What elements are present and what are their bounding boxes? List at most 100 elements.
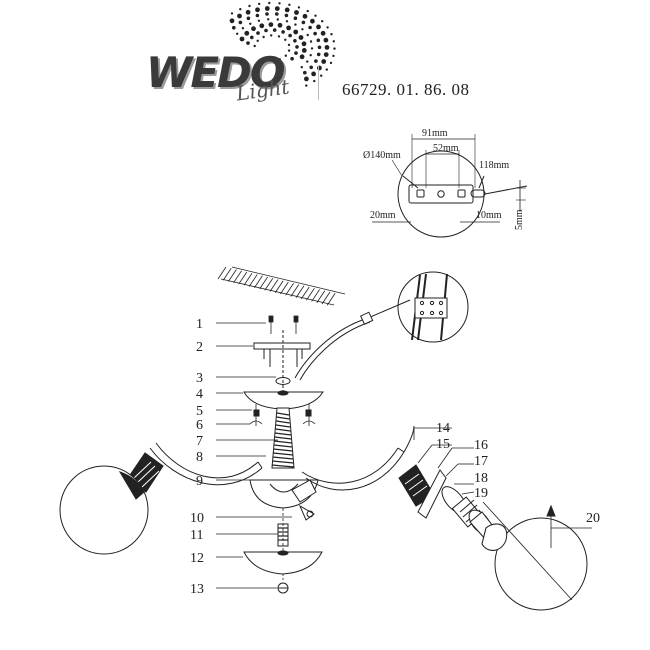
logo-dot — [281, 30, 285, 34]
logo-dot — [284, 7, 290, 13]
logo-dot — [301, 48, 307, 53]
part-label: 4 — [196, 387, 203, 402]
logo-dot — [287, 49, 291, 52]
logo-dot — [299, 54, 305, 60]
logo-dot — [267, 18, 270, 21]
logo-dot — [241, 27, 245, 30]
screws-1 — [268, 315, 299, 334]
logo-dot — [277, 35, 281, 38]
leader-lines — [216, 322, 475, 589]
hatch-stroke — [269, 279, 279, 292]
logo-dot — [329, 61, 333, 65]
hatch-stroke — [254, 275, 263, 288]
column-rib — [276, 412, 290, 416]
logo-dot — [326, 26, 329, 29]
logo-dot — [259, 23, 265, 29]
dimension-labels: 91mm 52mm Ø140mm 118mm 20mm 10mm 5mm — [363, 128, 525, 230]
logo-dot — [294, 10, 299, 15]
logo-dot — [320, 74, 323, 77]
logo-dot — [294, 51, 298, 55]
logo-dot — [230, 12, 234, 15]
logo-dot — [293, 16, 298, 21]
hatch-stroke — [248, 274, 258, 287]
logo-dot — [330, 33, 333, 36]
logo-dot — [246, 16, 251, 21]
model-number: 66729. 01. 86. 08 — [342, 80, 470, 99]
logo-dot — [301, 28, 304, 31]
part-label: 13 — [190, 582, 204, 597]
logo-dot — [239, 36, 245, 42]
logo-dot — [275, 12, 279, 16]
logo-dot — [320, 30, 326, 36]
hatch-stroke — [280, 281, 289, 295]
logo-dot — [301, 41, 307, 47]
logo-dot — [313, 31, 317, 36]
logo-dot — [265, 12, 269, 16]
part-label: 5 — [196, 404, 203, 419]
hatch-stroke — [228, 269, 237, 282]
logo-dot — [245, 9, 251, 15]
part-label: 3 — [196, 371, 203, 386]
part-label: 11 — [190, 528, 203, 543]
logo-dot — [308, 25, 312, 30]
logo-dot — [258, 2, 261, 6]
finial-13 — [277, 582, 289, 594]
logo-dot — [251, 26, 256, 32]
logo-dot — [321, 59, 327, 64]
logo-dot — [298, 35, 304, 40]
logo-dot — [309, 40, 313, 43]
logo-dot — [303, 70, 307, 75]
logo-wordmark: WEDO — [146, 48, 286, 97]
logo-dot — [324, 45, 330, 50]
logo-dot — [270, 34, 273, 37]
column-rib — [275, 424, 291, 428]
hatch-stroke — [306, 288, 315, 301]
hatch-stroke — [233, 270, 242, 283]
bottom-bowl-12 — [243, 550, 323, 575]
dimension-140: Ø140mm — [363, 150, 401, 161]
logo-dot — [255, 7, 260, 13]
logo-dot — [306, 33, 309, 37]
logo-dot — [305, 84, 308, 87]
dimension-118: 118mm — [479, 160, 509, 171]
column-rib — [273, 444, 293, 448]
part-label: 9 — [196, 474, 203, 489]
column-rib — [272, 452, 294, 456]
logo-dot — [237, 13, 242, 19]
nut-3 — [275, 377, 291, 385]
logo-dot — [264, 6, 270, 11]
logo-dot — [316, 24, 321, 30]
logo-dot — [287, 43, 291, 47]
logo-dot — [288, 33, 292, 38]
dimension-20: 20mm — [370, 210, 396, 221]
logo-dot — [316, 38, 321, 43]
threaded-rod-11 — [277, 508, 289, 580]
logo-dot — [332, 54, 335, 58]
central-column-7 — [271, 407, 295, 469]
mounting-plate-detail — [372, 134, 528, 238]
logo-dot — [309, 54, 312, 57]
logo-dot — [323, 37, 329, 43]
logo-dot — [277, 22, 283, 28]
logo-dot — [284, 13, 289, 18]
part-label: 19 — [474, 486, 488, 501]
column-rib — [276, 416, 290, 420]
logo-dot — [313, 79, 316, 83]
logo-dot — [253, 44, 256, 48]
logo-dot — [256, 31, 260, 35]
arm-right — [301, 425, 415, 491]
part-label: 1 — [196, 317, 203, 332]
hatch-stroke — [321, 291, 331, 305]
logo-dot — [311, 71, 316, 77]
ceiling-hatch — [217, 266, 346, 306]
logo-dot — [295, 45, 299, 49]
logo-dot — [257, 19, 261, 22]
part-label: 20 — [586, 511, 600, 526]
logo-dot — [306, 60, 309, 63]
part-label: 14 — [436, 421, 450, 436]
left-globe — [59, 465, 149, 555]
hatch-stroke — [264, 278, 274, 291]
